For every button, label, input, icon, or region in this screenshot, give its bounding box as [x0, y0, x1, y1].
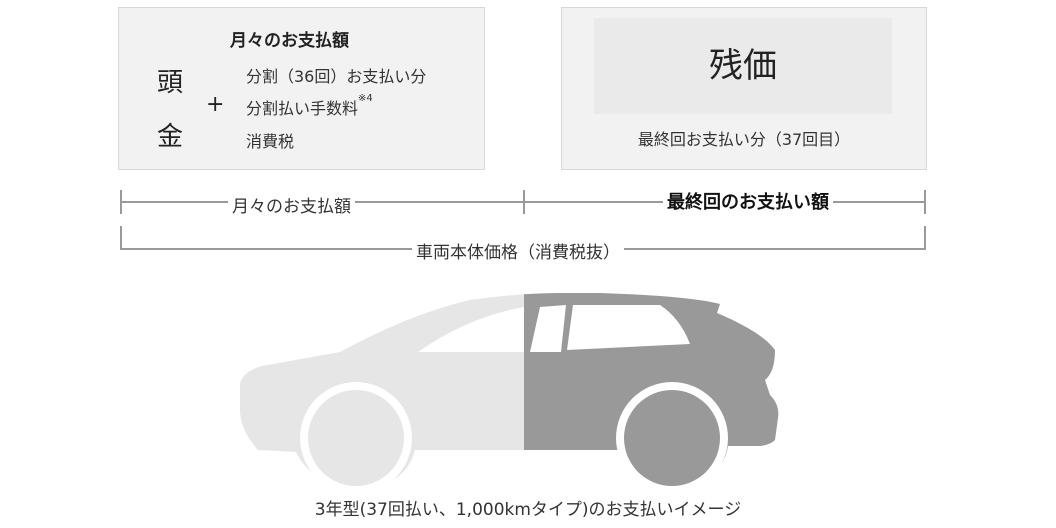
rear-side-window: [567, 305, 690, 350]
tax-item: 消費税: [246, 132, 295, 151]
fee-item-label: 分割払い手数料: [246, 99, 359, 118]
rear-door-window: [530, 305, 566, 352]
residual-value-title: 残価: [709, 46, 777, 86]
total-bracket-tick-right: [924, 226, 926, 250]
plus-sign: +: [206, 92, 225, 117]
rear-wheel: [624, 390, 720, 486]
bracket-tick-middle: [523, 190, 525, 214]
down-payment-char-1: 頭: [157, 68, 184, 98]
footnote-mark: ※4: [358, 93, 373, 104]
total-bracket-tick-left: [120, 226, 122, 250]
caption: 3年型(37回払い、1,000kmタイプ)のお支払いイメージ: [314, 500, 742, 520]
front-wheel: [308, 390, 404, 486]
bracket-tick-right: [924, 190, 926, 214]
monthly-bracket-label: 月々のお支払額: [228, 192, 355, 217]
total-bracket-label: 車両本体価格（消費税抜）: [412, 238, 624, 263]
residual-value-subtitle: 最終回お支払い分（37回目）: [637, 130, 851, 149]
down-payment-char-2: 金: [157, 122, 184, 152]
residual-value-panel: 残価: [594, 18, 892, 114]
final-bracket-label: 最終回のお支払い額: [663, 188, 833, 214]
installment-item: 分割（36回）お支払い分: [246, 67, 427, 86]
monthly-box-title: 月々のお支払額: [230, 31, 349, 51]
monthly-payment-box: [118, 7, 485, 170]
fee-item: 分割払い手数料※4: [246, 93, 373, 119]
front-window: [418, 307, 524, 352]
